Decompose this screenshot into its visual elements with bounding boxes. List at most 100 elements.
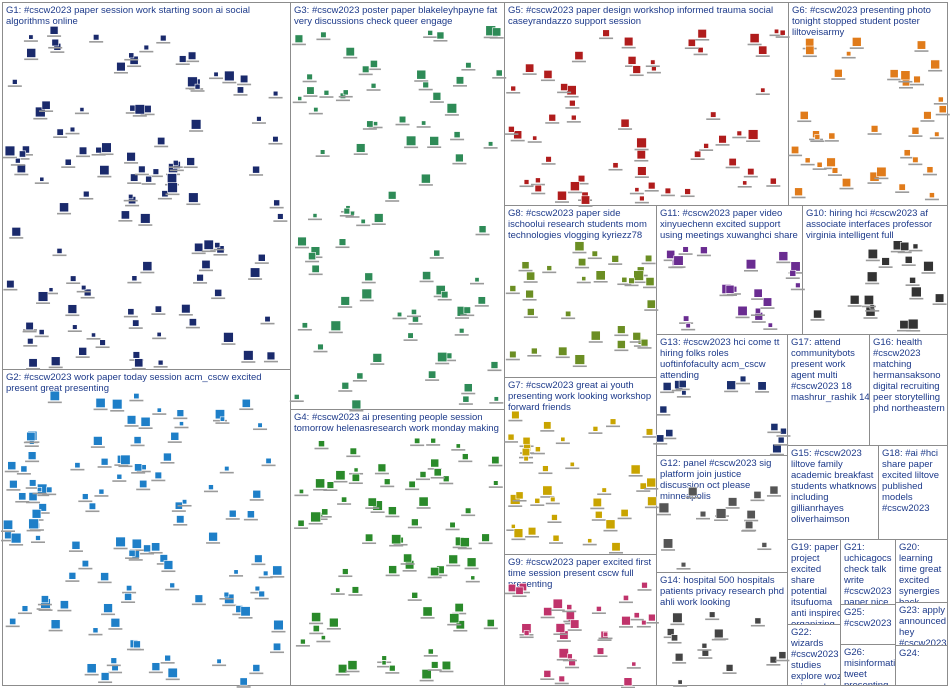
user-node[interactable] — [544, 70, 552, 78]
user-node[interactable] — [295, 35, 303, 43]
user-node[interactable] — [467, 558, 476, 567]
user-node[interactable] — [356, 144, 365, 153]
user-node[interactable] — [417, 70, 426, 79]
user-node[interactable] — [237, 87, 243, 93]
user-node[interactable] — [438, 352, 447, 361]
user-node[interactable] — [151, 543, 159, 551]
user-node[interactable] — [795, 283, 800, 288]
user-node[interactable] — [423, 272, 431, 280]
user-node[interactable] — [125, 593, 132, 600]
user-node[interactable] — [255, 555, 263, 563]
user-node[interactable] — [651, 60, 656, 65]
user-node[interactable] — [101, 573, 109, 581]
user-node[interactable] — [780, 428, 786, 434]
user-node[interactable] — [642, 582, 648, 588]
user-node[interactable] — [331, 321, 341, 331]
user-node[interactable] — [557, 191, 566, 200]
user-node[interactable] — [492, 456, 499, 463]
user-node[interactable] — [434, 250, 440, 256]
user-node[interactable] — [588, 539, 592, 543]
user-node[interactable] — [128, 194, 133, 199]
user-node[interactable] — [336, 471, 345, 480]
user-node[interactable] — [571, 115, 576, 120]
user-node[interactable] — [144, 545, 151, 552]
user-node[interactable] — [638, 167, 647, 176]
user-node[interactable] — [929, 193, 934, 198]
user-node[interactable] — [482, 534, 490, 542]
user-node[interactable] — [671, 635, 677, 641]
user-node[interactable] — [629, 278, 635, 284]
user-node[interactable] — [302, 323, 307, 328]
user-node[interactable] — [522, 262, 529, 269]
user-node[interactable] — [750, 34, 759, 43]
user-node[interactable] — [368, 498, 376, 506]
user-node[interactable] — [673, 613, 683, 623]
user-node[interactable] — [412, 592, 418, 598]
user-node[interactable] — [217, 659, 221, 663]
user-node[interactable] — [322, 509, 328, 515]
user-node[interactable] — [352, 400, 361, 409]
user-node[interactable] — [737, 131, 742, 136]
user-node[interactable] — [204, 240, 213, 249]
user-node[interactable] — [11, 533, 21, 543]
user-node[interactable] — [314, 107, 318, 111]
user-node[interactable] — [911, 287, 921, 297]
user-node[interactable] — [382, 656, 387, 661]
user-node[interactable] — [508, 126, 514, 132]
user-node[interactable] — [702, 643, 707, 648]
user-node[interactable] — [188, 52, 196, 60]
user-node[interactable] — [678, 680, 682, 684]
user-node[interactable] — [224, 592, 229, 597]
user-node[interactable] — [12, 79, 17, 84]
user-node[interactable] — [101, 673, 109, 681]
user-node[interactable] — [327, 482, 334, 489]
user-node[interactable] — [612, 543, 620, 551]
user-node[interactable] — [487, 619, 494, 626]
user-node[interactable] — [294, 394, 299, 399]
user-node[interactable] — [29, 480, 36, 487]
user-node[interactable] — [660, 406, 667, 413]
user-node[interactable] — [771, 423, 778, 430]
user-node[interactable] — [479, 226, 486, 233]
user-node[interactable] — [19, 493, 26, 500]
user-node[interactable] — [514, 529, 523, 538]
user-node[interactable] — [307, 74, 313, 80]
user-node[interactable] — [569, 100, 575, 106]
user-node[interactable] — [374, 214, 383, 223]
user-node[interactable] — [674, 256, 683, 265]
user-node[interactable] — [168, 668, 177, 677]
user-node[interactable] — [779, 252, 788, 261]
user-node[interactable] — [628, 56, 636, 64]
user-node[interactable] — [28, 452, 36, 460]
user-node[interactable] — [754, 491, 761, 498]
user-node[interactable] — [189, 193, 199, 203]
user-node[interactable] — [726, 285, 734, 293]
user-node[interactable] — [510, 286, 516, 292]
user-node[interactable] — [399, 116, 406, 123]
user-node[interactable] — [143, 262, 152, 271]
user-node[interactable] — [544, 670, 551, 677]
user-node[interactable] — [914, 76, 921, 83]
user-node[interactable] — [253, 490, 261, 498]
user-node[interactable] — [135, 359, 143, 367]
user-node[interactable] — [274, 200, 280, 206]
user-node[interactable] — [324, 90, 329, 95]
user-node[interactable] — [19, 151, 25, 157]
user-node[interactable] — [49, 288, 53, 292]
user-node[interactable] — [354, 468, 358, 472]
user-node[interactable] — [409, 481, 415, 487]
user-node[interactable] — [464, 384, 472, 392]
user-node[interactable] — [633, 332, 641, 340]
user-node[interactable] — [754, 289, 762, 297]
user-node[interactable] — [140, 214, 150, 224]
user-node[interactable] — [42, 101, 50, 109]
user-node[interactable] — [686, 323, 690, 327]
user-node[interactable] — [908, 319, 918, 329]
user-node[interactable] — [648, 182, 655, 189]
user-node[interactable] — [220, 417, 224, 421]
user-node[interactable] — [877, 167, 886, 176]
user-node[interactable] — [179, 422, 183, 426]
user-node[interactable] — [759, 46, 767, 54]
user-node[interactable] — [384, 479, 390, 485]
user-node[interactable] — [817, 162, 822, 167]
